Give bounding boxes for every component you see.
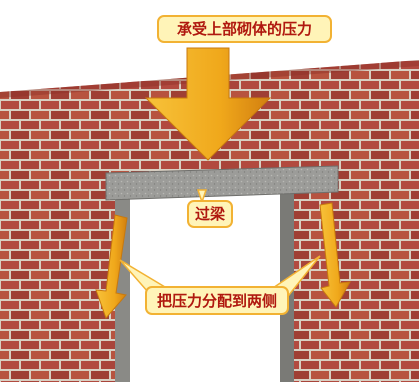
top-callout-text: 承受上部砌体的压力 (177, 20, 312, 38)
lintel-callout-text: 过梁 (195, 205, 226, 223)
bottom-callout: 把压力分配到两侧 (119, 255, 321, 315)
bottom-callout-text: 把压力分配到两侧 (157, 292, 277, 310)
lintel-callout: 过梁 (187, 189, 233, 228)
lintel-beam (105, 165, 339, 201)
down-arrow-right-icon (319, 202, 351, 308)
top-callout: 承受上部砌体的压力 (157, 15, 332, 43)
down-arrow-icon (144, 47, 272, 161)
down-arrow-left-icon (95, 214, 128, 319)
